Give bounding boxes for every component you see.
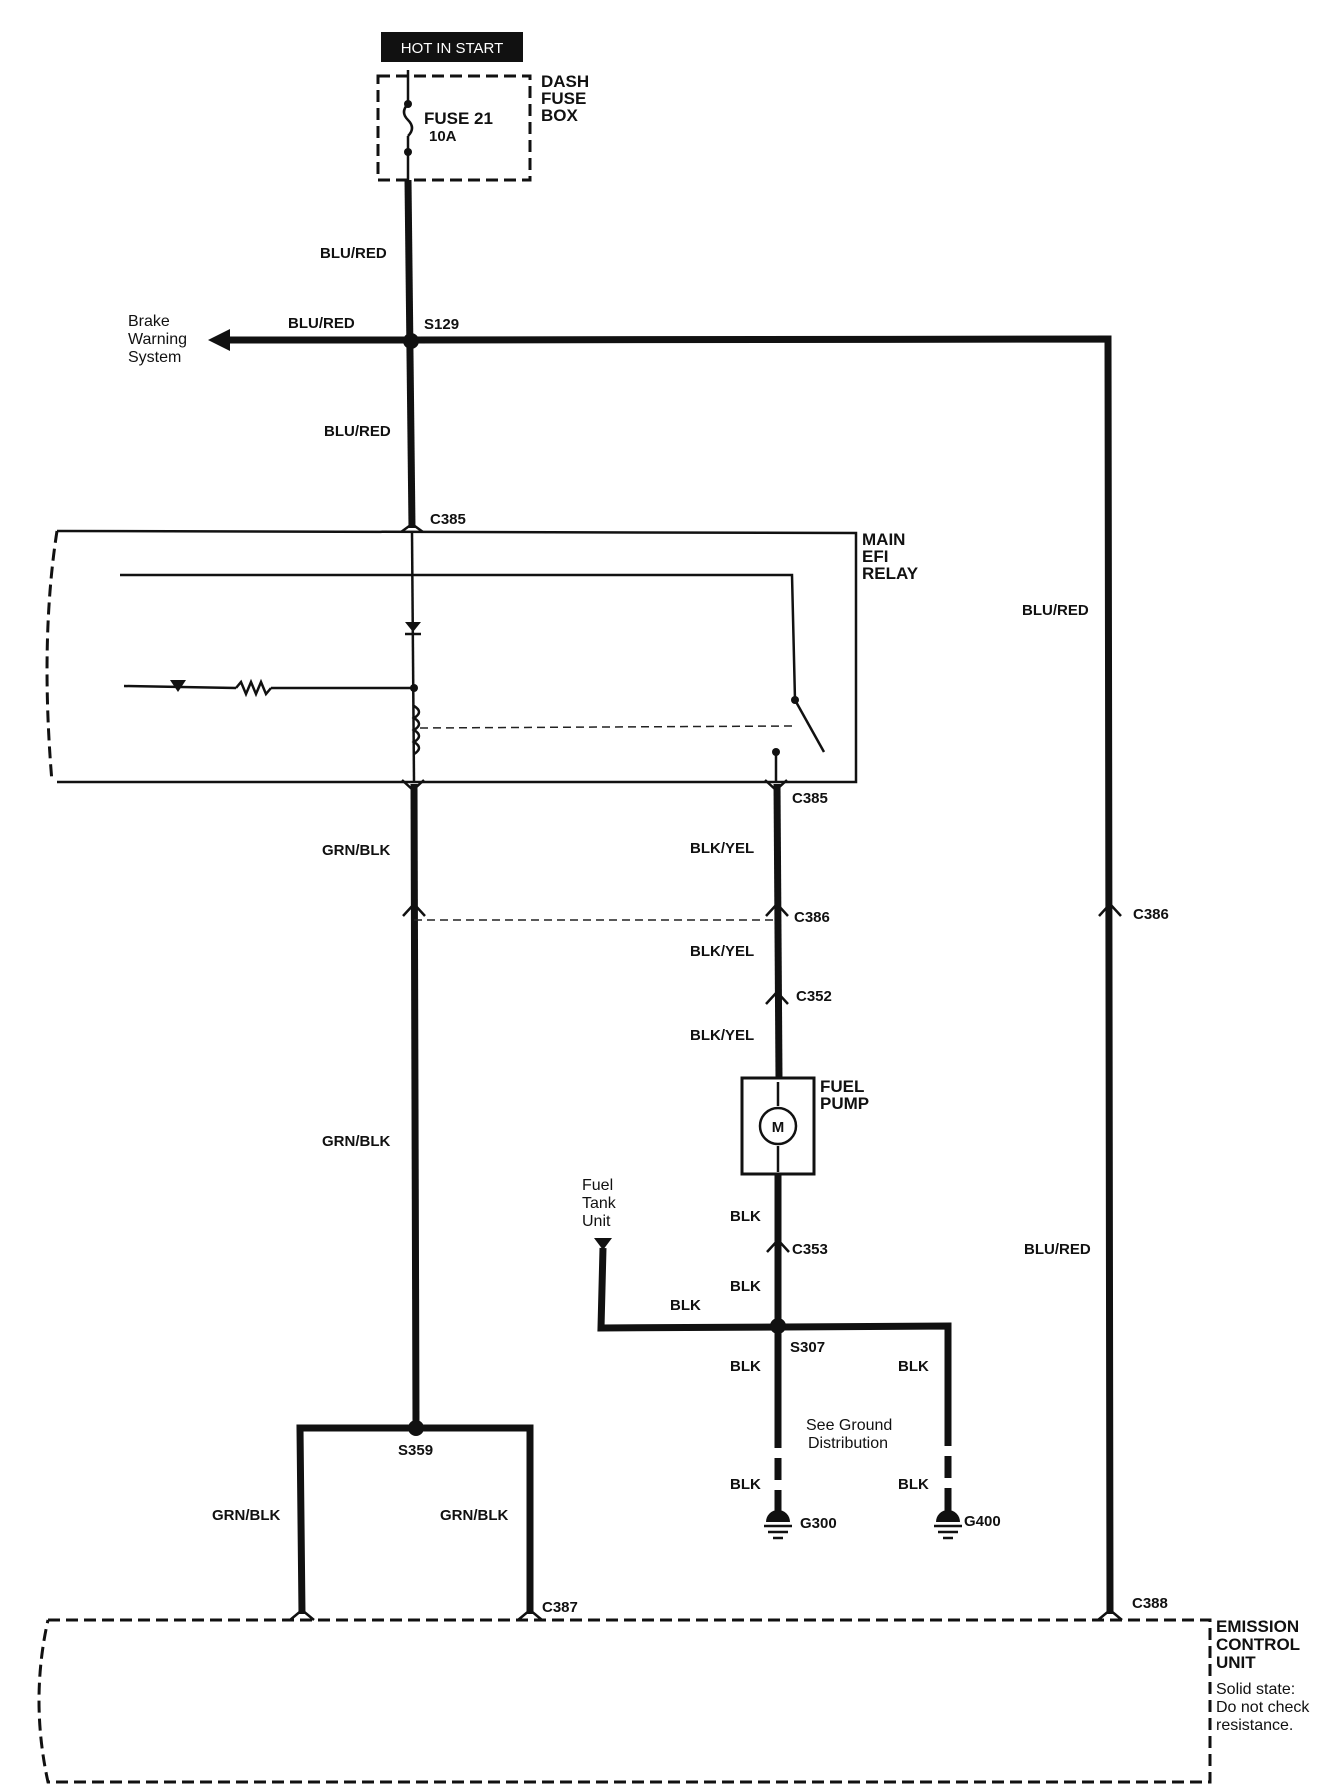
connector-c385-top [400, 522, 424, 534]
connector-c353 [766, 1238, 790, 1253]
wire-label-blu-red-4: BLU/RED [1022, 602, 1089, 619]
tank-label-1: Fuel [582, 1177, 613, 1194]
tank-label-3: Unit [582, 1213, 611, 1230]
ground-note-2: Distribution [808, 1435, 888, 1452]
connector-c387-right [517, 1608, 543, 1621]
wire-label-blk-6: BLK [898, 1358, 929, 1375]
wire-label-blk-2: BLK [730, 1278, 761, 1295]
splice-s307 [770, 1318, 786, 1334]
wire-label-blu-red-1: BLU/RED [320, 245, 387, 262]
blk-yel-wire [773, 783, 783, 1079]
motor-icon [758, 1106, 798, 1146]
wire-label-blk-7: BLK [898, 1476, 929, 1493]
wire-label-blu-red-5: BLU/RED [1024, 1241, 1091, 1258]
dash-fuse-box [376, 74, 532, 182]
pump-label-2: PUMP [820, 1094, 869, 1113]
ecu-label-2: CONTROL [1216, 1635, 1300, 1654]
connector-c386-right [1098, 902, 1122, 917]
connector-c388 [1097, 1608, 1123, 1621]
connector-c387-left [289, 1608, 315, 1621]
wire-label-blk-yel-1: BLK/YEL [690, 840, 754, 857]
power-label-box [381, 32, 523, 62]
wire-label-blk-5: BLK [730, 1476, 761, 1493]
ecu-note-1: Solid state: [1216, 1681, 1295, 1698]
grn-blk-split-wire [296, 1424, 534, 1615]
emission-control-unit-box [37, 1618, 1212, 1784]
relay-label-1: MAIN [862, 530, 905, 549]
wire-label-blk-1: BLK [730, 1208, 761, 1225]
label-s307: S307 [790, 1339, 825, 1356]
wire-label-grn-blk-2: GRN/BLK [322, 1133, 390, 1150]
wire-label-blk-yel-2: BLK/YEL [690, 943, 754, 960]
label-c388: C388 [1132, 1595, 1168, 1612]
connector-c386-mid [765, 902, 789, 917]
label-c385-top: C385 [430, 511, 466, 528]
wire-label-grn-blk-3: GRN/BLK [212, 1507, 280, 1524]
fuse-box-label-3: BOX [541, 106, 579, 125]
label-c353: C353 [792, 1241, 828, 1258]
wire-label-blk-3: BLK [670, 1297, 701, 1314]
ground-g400-icon [934, 1510, 962, 1540]
fuse-box-label-2: FUSE [541, 89, 586, 108]
connector-c386-left [402, 902, 426, 917]
label-s129: S129 [424, 316, 459, 333]
motor-label: M [772, 1119, 785, 1136]
label-c387: C387 [542, 1599, 578, 1616]
ecu-note-2: Do not check [1216, 1699, 1310, 1716]
fuse-21-icon [402, 70, 414, 182]
wire-label-blu-red-3: BLU/RED [288, 315, 355, 332]
wire-label-grn-blk-1: GRN/BLK [322, 842, 390, 859]
wire-label-blk-yel-3: BLK/YEL [690, 1027, 754, 1044]
arrow-left-icon [208, 329, 230, 351]
relay-label-3: RELAY [862, 564, 919, 583]
label-g400: G400 [964, 1513, 1001, 1530]
ecu-note-3: resistance. [1216, 1717, 1293, 1734]
blu-red-wire-main [404, 179, 416, 529]
label-s359: S359 [398, 1442, 433, 1459]
wire-label-grn-blk-4: GRN/BLK [440, 1507, 508, 1524]
fuse-box-label-1: DASH [541, 72, 589, 91]
label-c352: C352 [796, 988, 832, 1005]
fuse-label: FUSE 21 [424, 109, 493, 128]
ecu-label-3: UNIT [1216, 1653, 1256, 1672]
brake-label-1: Brake [128, 313, 170, 330]
fuse-rating: 10A [429, 128, 457, 145]
ground-g300-icon [764, 1510, 792, 1540]
brake-label-3: System [128, 349, 181, 366]
relay-internal-circuit [120, 531, 826, 783]
wire-label-blu-red-2: BLU/RED [324, 423, 391, 440]
blu-red-wire-right [410, 335, 1114, 1615]
pump-label-1: FUEL [820, 1077, 864, 1096]
label-c386-mid: C386 [794, 909, 830, 926]
power-label: HOT IN START [401, 40, 504, 57]
relay-box-outline [56, 529, 858, 784]
tank-label-2: Tank [582, 1195, 617, 1212]
label-c385-bottom: C385 [792, 790, 828, 807]
ground-note-1: See Ground [806, 1417, 892, 1434]
label-c386-right: C386 [1133, 906, 1169, 923]
label-g300: G300 [800, 1515, 837, 1532]
tank-arrow-icon [594, 1238, 612, 1250]
connector-c352 [765, 990, 789, 1005]
grn-blk-wire-main [410, 783, 420, 1425]
wire-label-blk-4: BLK [730, 1358, 761, 1375]
relay-box-left-edge [45, 530, 59, 783]
relay-label-2: EFI [862, 547, 888, 566]
ecu-label-1: EMISSION [1216, 1617, 1299, 1636]
brake-label-2: Warning [128, 331, 187, 348]
